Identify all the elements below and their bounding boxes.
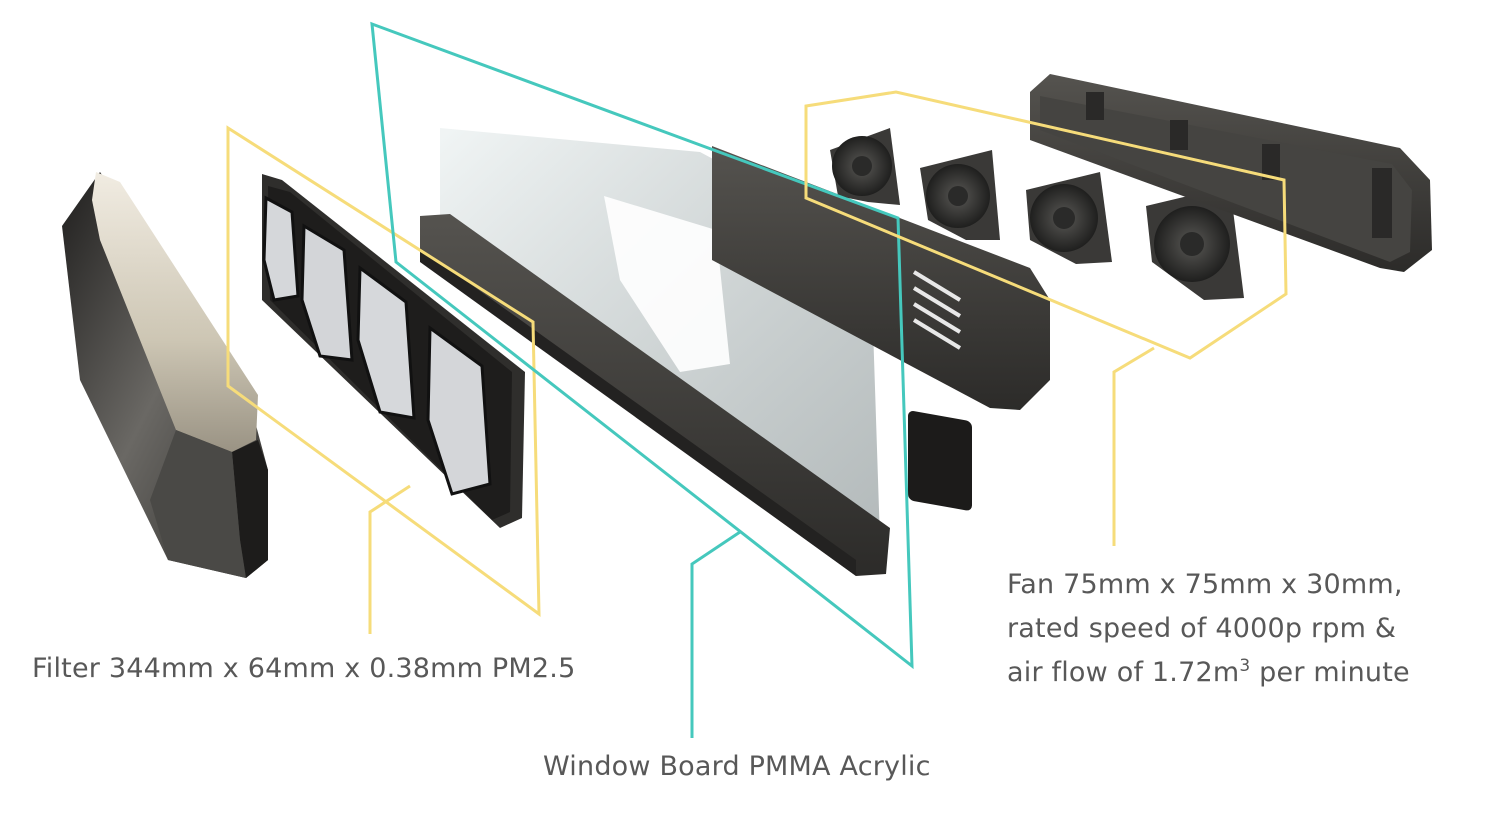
blower-fans xyxy=(830,128,1244,300)
blower-fan xyxy=(1026,172,1112,264)
filter-label: Filter 344mm x 64mm x 0.38mm PM2.5 xyxy=(32,653,576,684)
fan-label-line: Fan 75mm x 75mm x 30mm, xyxy=(1007,569,1403,600)
front-cover xyxy=(62,172,268,578)
blower-fan xyxy=(830,128,900,205)
fan-label-line: air flow of 1.72m3 per minute xyxy=(1007,651,1410,695)
fan-housing xyxy=(712,146,1050,511)
filter-pad xyxy=(262,195,492,496)
back-plate xyxy=(1030,74,1432,272)
callout-fan xyxy=(804,90,1288,546)
fan-label-text: air flow of 1.72m xyxy=(1007,657,1240,688)
callout-filter xyxy=(226,125,541,634)
blower-fan xyxy=(1146,186,1244,300)
fan-label: Fan 75mm x 75mm x 30mm, rated speed of 4… xyxy=(1007,563,1410,695)
mount-clip xyxy=(1086,92,1392,238)
window-board-label: Window Board PMMA Acrylic xyxy=(543,751,931,782)
blower-fan xyxy=(920,150,1000,240)
callout-window xyxy=(370,21,914,738)
superscript: 3 xyxy=(1239,656,1251,676)
vent-grille xyxy=(912,270,962,350)
filter-frame xyxy=(262,174,525,528)
fan-label-text: per minute xyxy=(1250,657,1410,688)
fan-label-line: rated speed of 4000p rpm & xyxy=(1007,613,1397,644)
